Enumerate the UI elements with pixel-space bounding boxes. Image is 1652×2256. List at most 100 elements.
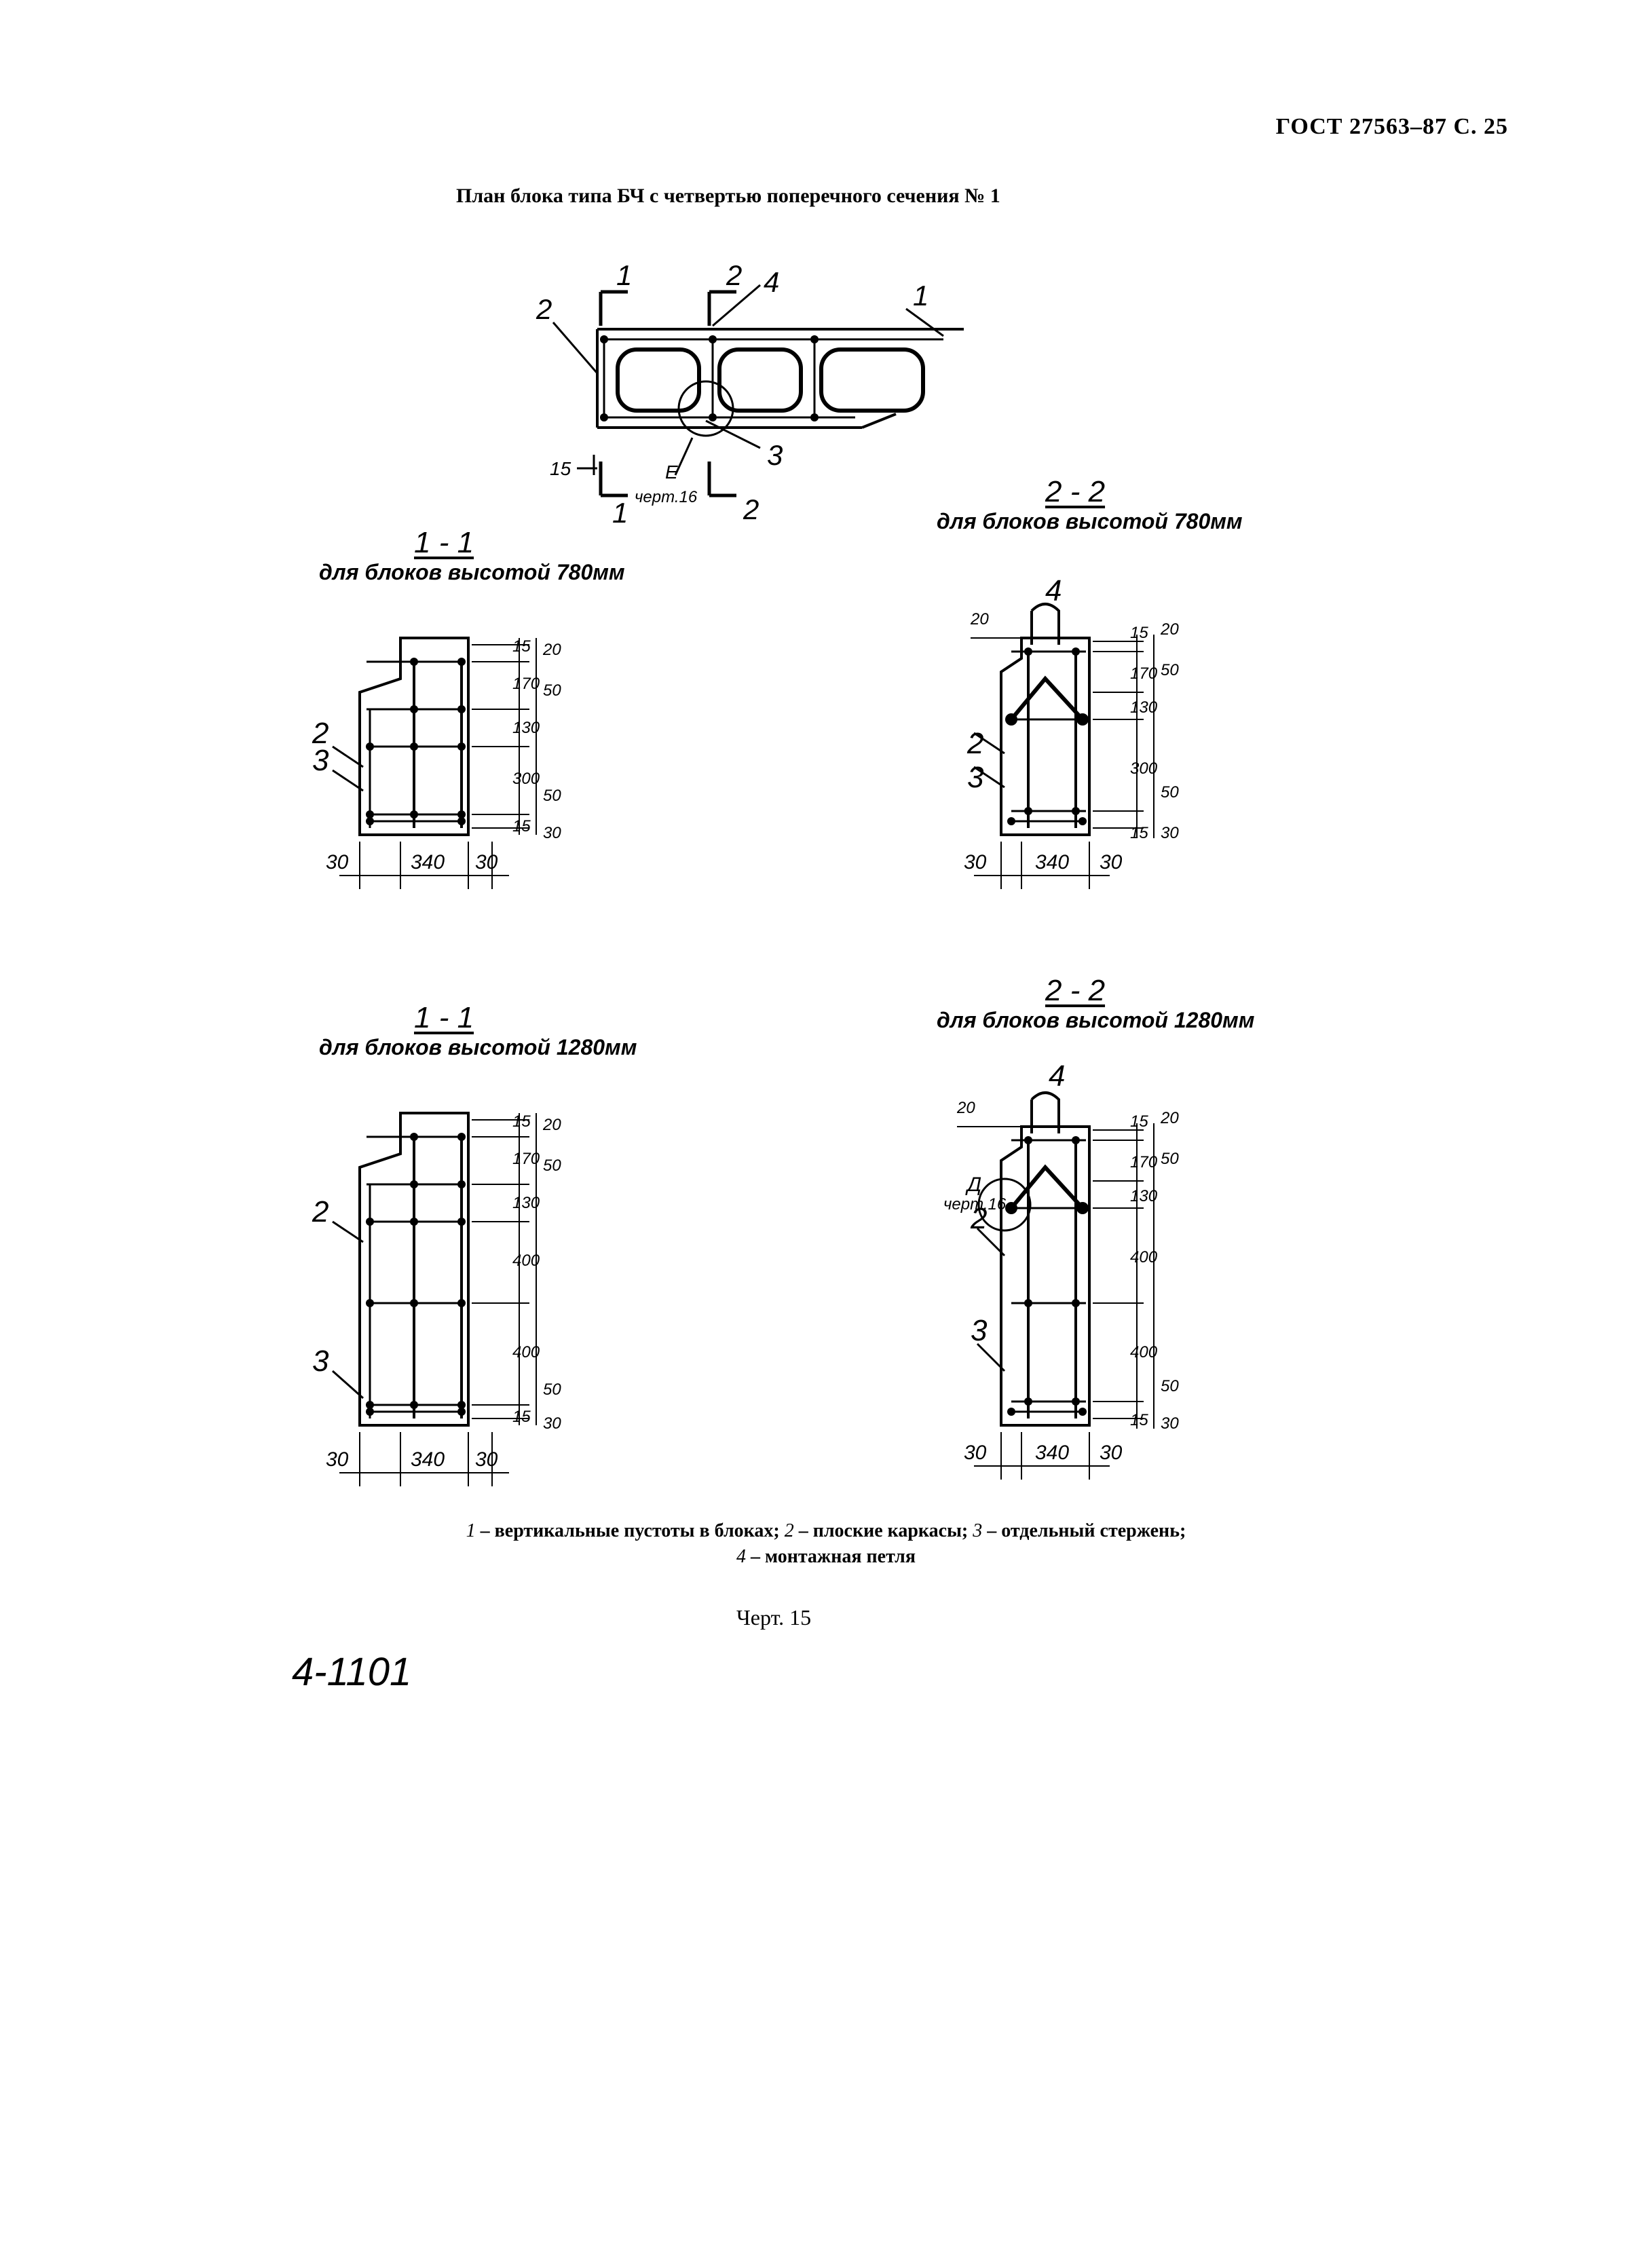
section-number: 2 - 2 <box>1045 475 1106 508</box>
legend-text-3: – отдельный стержень; <box>982 1520 1186 1541</box>
dim-v-outer: 50 <box>1161 661 1179 679</box>
plan-title: План блока типа БЧ с четвертью поперечно… <box>456 185 1000 207</box>
dim-h: 30 <box>1100 851 1123 873</box>
plan-detail-ref: черт.16 <box>635 488 698 506</box>
dim-v-inner: 15 <box>1130 1112 1148 1131</box>
section-drawing-2-2-780: 2 3 4 20 15 170 130 300 15 20 50 50 30 3… <box>964 574 1179 889</box>
dim-v-inner: 400 <box>1130 1343 1158 1361</box>
section-label-3: 3 <box>967 761 984 794</box>
plan-label-3: 3 <box>767 439 783 471</box>
legend-num-4: 4 <box>736 1546 746 1567</box>
dim-v-inner: 130 <box>512 719 540 737</box>
document-reference: ГОСТ 27563–87 С. 25 <box>1275 114 1508 139</box>
section-caption-2-2-1280: 2 - 2 для блоков высотой 1280мм <box>937 974 1254 1033</box>
section-subtitle: для блоков высотой 780мм <box>319 560 625 584</box>
legend-line-2: 4 – монтажная петля <box>0 1546 1652 1568</box>
plan-drawing: 1 2 2 4 1 3 15 Е черт.16 1 2 <box>536 259 964 529</box>
section-caption-1-1-1280: 1 - 1 для блоков высотой 1280мм <box>319 1001 637 1060</box>
plan-section-2-top: 2 <box>726 259 742 291</box>
dim-h: 30 <box>964 851 987 873</box>
plan-dim-15: 15 <box>550 458 571 479</box>
dim-h: 340 <box>411 851 445 873</box>
dim-v-inner: 300 <box>1130 759 1158 778</box>
dim-v-outer: 30 <box>543 1414 561 1433</box>
section-number: 1 - 1 <box>414 526 474 559</box>
section-label-4: 4 <box>1049 1059 1065 1093</box>
section-subtitle: для блоков высотой 1280мм <box>319 1035 637 1059</box>
detail-ref: черт.16 <box>943 1195 1007 1214</box>
section-drawing-2-2-1280: Д черт.16 2 3 4 20 15 170 130 400 400 15… <box>943 1059 1179 1480</box>
dim-h: 340 <box>1035 1442 1069 1464</box>
dim-v-inner: 170 <box>1130 1153 1158 1171</box>
dim-h: 340 <box>411 1448 445 1471</box>
dim-v-inner: 15 <box>1130 624 1148 642</box>
dim-v-inner: 400 <box>512 1252 540 1270</box>
section-drawing-1-1-780: 2 3 15 170 130 300 15 20 50 50 30 30 340… <box>312 637 561 889</box>
dim-v-inner: 300 <box>512 770 540 788</box>
dim-h: 30 <box>326 1448 349 1471</box>
dim-v-outer: 20 <box>542 641 561 659</box>
plan-section-2-bottom: 2 <box>743 493 759 525</box>
section-label-2: 2 <box>970 1202 987 1235</box>
section-label-3: 3 <box>312 744 329 777</box>
dim-v-inner: 170 <box>512 675 540 693</box>
dim-v-inner: 15 <box>1130 824 1148 842</box>
legend-text-1: – вертикальные пустоты в блоках; <box>475 1520 785 1541</box>
dim-top: 20 <box>970 610 989 628</box>
dim-h: 30 <box>475 1448 498 1471</box>
section-label-2: 2 <box>966 727 983 760</box>
dim-top: 20 <box>956 1099 975 1117</box>
dim-v-outer: 50 <box>1161 783 1179 802</box>
section-subtitle: для блоков высотой 1280мм <box>937 1008 1255 1032</box>
section-caption-2-2-780: 2 - 2 для блоков высотой 780мм <box>937 475 1243 534</box>
legend-text-4: – монтажная петля <box>746 1546 916 1567</box>
dim-v-inner: 170 <box>512 1150 540 1168</box>
plan-label-4: 4 <box>764 266 779 298</box>
dim-h: 30 <box>1100 1442 1123 1464</box>
dim-v-outer: 50 <box>543 1157 561 1175</box>
dim-h: 30 <box>964 1442 987 1464</box>
dim-v-outer: 50 <box>1161 1150 1179 1168</box>
dim-v-inner: 130 <box>1130 1187 1158 1205</box>
dim-v-outer: 50 <box>1161 1377 1179 1395</box>
dim-v-inner: 15 <box>1130 1411 1148 1429</box>
section-label-4: 4 <box>1045 574 1062 607</box>
section-subtitle: для блоков высотой 780мм <box>937 509 1243 533</box>
detail-label-d: Д <box>965 1173 981 1196</box>
section-drawing-1-1-1280: 2 3 15 170 130 400 400 15 20 50 50 30 30… <box>312 1112 561 1486</box>
plan-label-2: 2 <box>536 293 552 325</box>
plan-section-1-top: 1 <box>616 259 632 291</box>
dim-h: 30 <box>326 851 349 873</box>
dim-v-outer: 20 <box>1160 620 1179 639</box>
dim-v-inner: 15 <box>512 637 531 656</box>
section-label-3: 3 <box>312 1345 329 1378</box>
dim-v-outer: 50 <box>543 681 561 700</box>
section-number: 2 - 2 <box>1045 974 1106 1007</box>
dim-v-outer: 50 <box>543 1380 561 1399</box>
section-number: 1 - 1 <box>414 1001 474 1034</box>
dim-v-inner: 400 <box>1130 1248 1158 1266</box>
legend-line-1: 1 – вертикальные пустоты в блоках; 2 – п… <box>0 1520 1652 1542</box>
dim-h: 30 <box>475 851 498 873</box>
dim-v-outer: 30 <box>543 824 561 842</box>
plan-label-1: 1 <box>913 280 928 312</box>
dim-v-outer: 50 <box>543 787 561 805</box>
section-label-2: 2 <box>312 1195 328 1228</box>
dim-v-outer: 30 <box>1161 1414 1179 1433</box>
legend-num-1: 1 <box>466 1520 476 1541</box>
dim-v-inner: 15 <box>512 1112 531 1131</box>
plan-section-1-bottom: 1 <box>612 497 628 529</box>
figure-caption: Черт. 15 <box>736 1605 812 1630</box>
section-caption-1-1-780: 1 - 1 для блоков высотой 780мм <box>319 526 625 585</box>
footer-handwritten-mark: 4-1101 <box>292 1650 412 1694</box>
legend-num-3: 3 <box>973 1520 983 1541</box>
plan-detail-e: Е <box>665 462 678 483</box>
dim-v-inner: 15 <box>512 817 531 835</box>
dim-v-inner: 130 <box>512 1194 540 1212</box>
dim-v-inner: 130 <box>1130 698 1158 717</box>
dim-v-inner: 400 <box>512 1343 540 1361</box>
legend-text-2: – плоские каркасы; <box>793 1520 973 1541</box>
dim-v-inner: 170 <box>1130 664 1158 683</box>
section-label-3: 3 <box>971 1314 988 1347</box>
dim-v-inner: 15 <box>512 1408 531 1426</box>
